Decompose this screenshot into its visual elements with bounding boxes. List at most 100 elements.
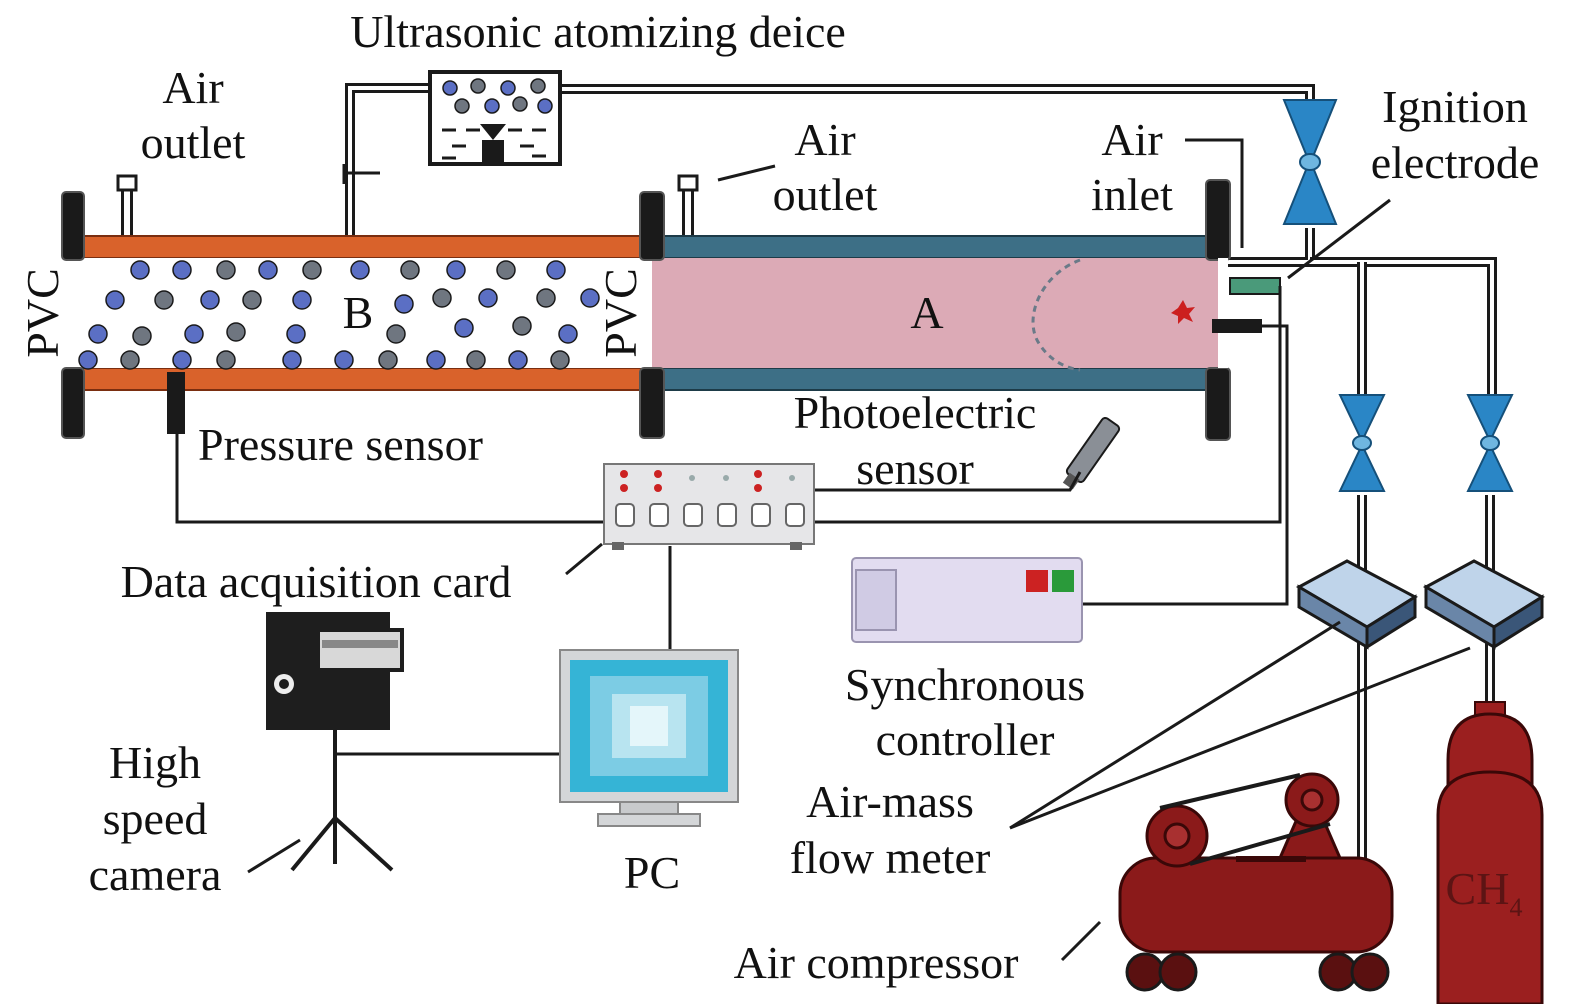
ignition-label: Ignition xyxy=(1382,81,1528,132)
particle-icon xyxy=(120,350,140,370)
photoelectric-label: Photoelectric xyxy=(794,387,1037,438)
air-inlet-label-2: inlet xyxy=(1091,169,1173,220)
pvc-left-label: PVC xyxy=(17,268,68,357)
particle-icon xyxy=(546,260,566,280)
spark-icon xyxy=(1171,300,1195,324)
high-speed-camera-icon xyxy=(266,612,404,872)
particle-icon xyxy=(478,288,498,308)
air-outlet-cap-mid xyxy=(677,174,699,192)
particle-icon xyxy=(242,290,262,310)
air-outlet-cap-left xyxy=(116,174,138,192)
pressure-sensor-icon xyxy=(167,372,185,434)
particle-icon xyxy=(558,324,578,344)
particle-icon xyxy=(88,324,108,344)
gas-valve-icon xyxy=(1282,99,1338,225)
sync-label: Synchronous xyxy=(845,659,1085,710)
leader-line xyxy=(1287,198,1391,280)
photoelectric-label-2: sensor xyxy=(856,443,974,494)
particle-icon xyxy=(302,260,322,280)
particle-icon xyxy=(426,350,446,370)
particle-icon xyxy=(454,318,474,338)
data-acquisition-card xyxy=(603,463,815,550)
particle-icon xyxy=(446,260,466,280)
particle-icon xyxy=(386,324,406,344)
particle-icon xyxy=(172,350,192,370)
leader-line xyxy=(247,838,301,874)
particle-icon xyxy=(550,350,570,370)
gas-valve-icon xyxy=(1466,394,1514,492)
flow-meter-label: Air-mass xyxy=(806,776,974,827)
leader-line xyxy=(1009,646,1471,830)
particle-cloud xyxy=(78,260,600,370)
air-compressor-icon xyxy=(1118,772,1394,992)
particle-icon xyxy=(154,290,174,310)
particle-icon xyxy=(172,260,192,280)
ignition-label-2: electrode xyxy=(1371,137,1540,188)
air-inlet-label: Air xyxy=(1101,114,1162,165)
flame-front xyxy=(1031,258,1081,372)
particle-icon xyxy=(200,290,220,310)
ultrasonic-atomizer xyxy=(428,70,562,166)
particle-icon xyxy=(282,350,302,370)
leader-line xyxy=(565,542,603,576)
pvc-mid-label: PVC xyxy=(595,268,646,357)
atomizer-liquid xyxy=(442,128,546,160)
sync-label-2: controller xyxy=(876,714,1055,765)
leader-line xyxy=(1185,138,1244,248)
tube-section-a xyxy=(651,235,1221,391)
section-a-label: A xyxy=(910,287,943,338)
particle-icon xyxy=(130,260,150,280)
air-outlet-mid-label-2: outlet xyxy=(773,169,878,220)
particle-icon xyxy=(334,350,354,370)
tube-flanges xyxy=(61,179,1231,441)
particle-icon xyxy=(286,324,306,344)
particle-icon xyxy=(216,350,236,370)
air-outlet-left-label-2: outlet xyxy=(141,117,246,168)
particle-icon xyxy=(216,260,236,280)
daq-label: Data acquisition card xyxy=(121,556,512,607)
camera-label-3: camera xyxy=(89,849,222,900)
mass-flow-meter xyxy=(1422,559,1546,650)
ch4-label-sub: 4 xyxy=(1509,893,1522,922)
electrode-lead xyxy=(1212,319,1262,333)
needle-valve-icon xyxy=(342,164,380,184)
particle-icon xyxy=(536,288,556,308)
pc-monitor-icon xyxy=(559,649,739,827)
end-cap xyxy=(1218,258,1228,368)
particle-icon xyxy=(350,260,370,280)
ch4-label-main: CH xyxy=(1446,863,1510,914)
leader-line xyxy=(1060,920,1102,962)
atomizer-droplets xyxy=(442,78,553,114)
particle-icon xyxy=(292,290,312,310)
particle-icon xyxy=(132,326,152,346)
particle-icon xyxy=(580,288,600,308)
particle-icon xyxy=(78,350,98,370)
pc-label: PC xyxy=(624,847,680,898)
flow-meter-label-2: flow meter xyxy=(790,832,991,883)
leader-line xyxy=(717,164,776,182)
particle-icon xyxy=(432,288,452,308)
pressure-sensor-label: Pressure sensor xyxy=(198,419,483,470)
particle-icon xyxy=(400,260,420,280)
particle-icon xyxy=(512,316,532,336)
particle-icon xyxy=(258,260,278,280)
particle-icon xyxy=(508,350,528,370)
section-b-label: B xyxy=(343,287,374,338)
particle-icon xyxy=(105,290,125,310)
camera-label: High xyxy=(109,737,201,788)
air-outlet-mid-label: Air xyxy=(794,114,855,165)
synchronous-controller xyxy=(851,557,1083,643)
leader-line xyxy=(1009,620,1341,830)
gas-valve-icon xyxy=(1338,394,1386,492)
particle-icon xyxy=(184,324,204,344)
particle-icon xyxy=(466,350,486,370)
mass-flow-meter xyxy=(1295,559,1419,650)
gas-cylinder-icon xyxy=(1436,701,1544,1004)
atomizer-title: Ultrasonic atomizing deice xyxy=(350,6,846,57)
photoelectric-sensor-icon xyxy=(1062,416,1121,490)
particle-icon xyxy=(394,294,414,314)
particle-icon xyxy=(378,350,398,370)
air-outlet-left-label: Air xyxy=(162,62,223,113)
particle-icon xyxy=(226,322,246,342)
